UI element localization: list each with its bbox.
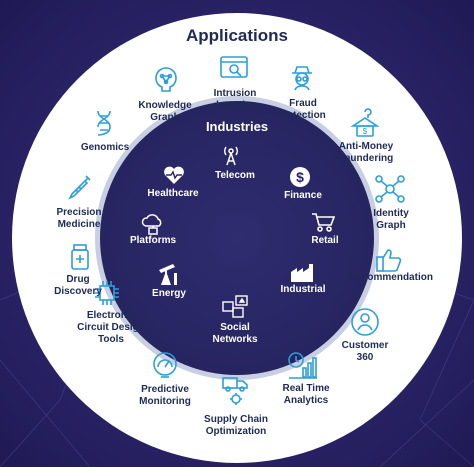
industries-title: Industries	[205, 119, 269, 134]
cloud-platform-icon	[141, 214, 162, 235]
svg-text:$: $	[296, 169, 304, 185]
pill-bottle-icon	[71, 244, 89, 270]
svg-text:$: $	[363, 127, 368, 136]
money-hanger-icon: $	[350, 108, 380, 137]
browser-magnifier-icon	[220, 56, 248, 78]
label-platforms: Platforms	[129, 235, 177, 246]
truck-gear-icon	[222, 377, 248, 405]
label-energy: Energy	[152, 288, 186, 299]
syringe-icon	[68, 175, 91, 200]
heartbeat-icon	[164, 166, 184, 184]
chart-clock-icon	[288, 352, 317, 379]
oil-pump-icon	[159, 264, 177, 285]
label-finance: Finance	[284, 190, 322, 201]
network-nodes-icon	[375, 175, 405, 203]
label-healthcare: Healthcare	[147, 188, 199, 199]
shopping-cart-icon	[312, 213, 336, 232]
applications-title: Applications	[185, 26, 288, 45]
label-industrial: Industrial	[280, 284, 326, 295]
chip-icon	[95, 281, 119, 305]
brain-network-icon	[155, 67, 177, 92]
label-telecom: Telecom	[215, 170, 255, 181]
label-genomics: Genomics	[80, 142, 130, 153]
antenna-icon	[224, 146, 238, 166]
label-recommendation: Recommendation	[349, 272, 433, 283]
gauge-monitor-icon	[153, 352, 177, 378]
factory-icon	[291, 264, 313, 282]
social-likes-icon	[222, 295, 248, 318]
thumbs-up-icon	[376, 249, 402, 272]
detective-icon	[292, 66, 312, 91]
dna-icon	[97, 110, 111, 136]
label-retail: Retail	[311, 235, 339, 246]
person-circle-icon	[351, 308, 379, 336]
dollar-coin-icon: $	[290, 167, 310, 187]
